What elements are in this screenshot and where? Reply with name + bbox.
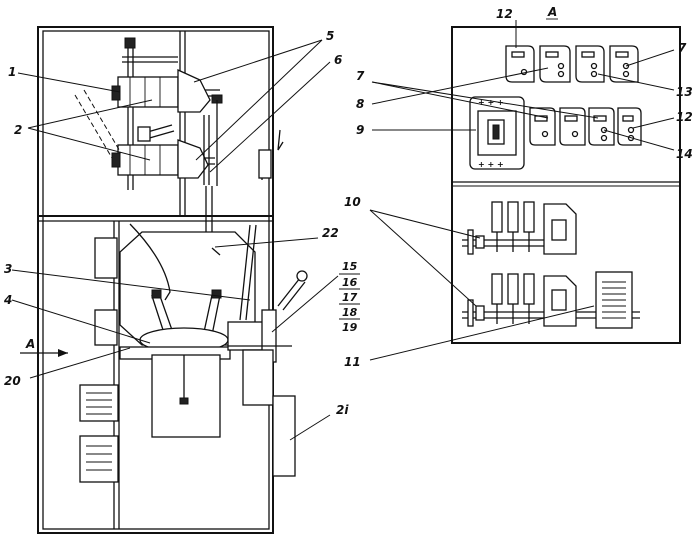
callout-7-right: 7 [678, 41, 687, 55]
callout-7-left: 7 [356, 69, 365, 83]
callout-9: 9 [356, 123, 364, 137]
section-arrowhead [58, 349, 68, 357]
callout-2: 2 [14, 123, 22, 137]
callout-5: 5 [326, 29, 334, 43]
insulator-lower [117, 144, 179, 176]
drive-box-21 [272, 395, 296, 477]
callout-6: 6 [334, 53, 342, 67]
switch-assembly-lower [462, 271, 640, 329]
callout-13: 13 [676, 85, 693, 99]
callout-14: 14 [676, 147, 693, 161]
insulator-upper [117, 76, 179, 108]
relay-row-top [505, 45, 639, 83]
callout-22: 22 [322, 226, 339, 240]
callout-11: 11 [344, 355, 361, 369]
cabinet-outer-frame [37, 26, 274, 534]
callout-8: 8 [356, 97, 364, 111]
disconnector-assembly [74, 37, 284, 248]
meter-9: + + + + + + [469, 96, 525, 170]
callout-12-top: 12 [496, 7, 513, 21]
callout-21: 2i [336, 403, 349, 417]
cabinet-inner-frame [42, 30, 270, 530]
callout-12-right: 12 [676, 110, 693, 124]
section-arrow-label: A [25, 337, 35, 351]
panel-frame [451, 26, 681, 344]
terminals-bottom: + + + [478, 160, 504, 169]
callout-20: 20 [4, 374, 21, 388]
terminals-top: + + + [478, 98, 504, 107]
breaker-housing [79, 223, 308, 483]
oil-tank [151, 354, 221, 438]
callout-4: 4 [3, 293, 12, 307]
callout-3: 3 [4, 262, 12, 276]
callout-labels: 1 2 5 6 22 3 4 20 15 16 17 18 19 2i A 12… [3, 5, 693, 417]
motor-lower [79, 435, 119, 483]
motor-upper [79, 384, 119, 422]
relay-row-middle [529, 107, 642, 146]
view-a-label: A [547, 5, 557, 19]
view-a-panel: + + + + + + [369, 20, 681, 361]
callout-18: 18 [342, 306, 358, 319]
switch-assembly-upper [462, 201, 577, 255]
callout-17: 17 [342, 291, 358, 304]
callout-19: 19 [342, 321, 358, 334]
callout-1: 1 [8, 65, 16, 79]
top-bolt [124, 37, 136, 49]
callout-15: 15 [342, 260, 358, 273]
callout-16: 16 [342, 276, 358, 289]
callout-10: 10 [344, 195, 361, 209]
leader-lines [11, 39, 339, 441]
cabinet-elevation: A [20, 26, 308, 534]
